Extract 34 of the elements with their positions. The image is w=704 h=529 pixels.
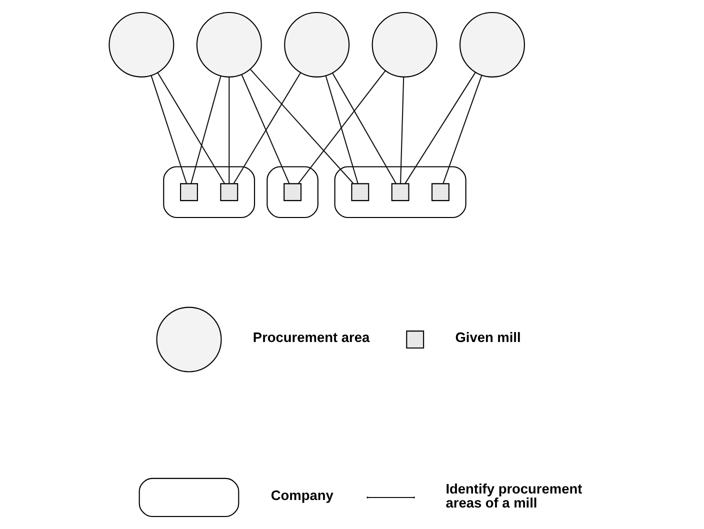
connector [150,75,187,184]
connector [250,69,354,184]
legend-label: Company [270,488,333,504]
node-box [406,330,424,348]
legend-label: Given mill [454,330,520,346]
node-box [430,183,449,202]
node-box [390,183,409,202]
connector [324,76,358,184]
node-box [220,183,238,202]
legend-label: Identify procurement areas of a mill [445,482,582,510]
node-box [180,183,198,202]
connector [190,76,221,184]
connector [240,74,290,184]
cluster [162,166,255,218]
legend-label: Procurement area [252,330,370,346]
node-box [283,183,302,202]
node-circle [371,12,437,78]
connector [442,75,482,184]
node-circle [156,306,222,372]
connector [232,72,300,184]
connector [404,72,476,184]
node-circle [196,12,262,78]
connector [156,72,224,184]
connector [297,70,386,184]
node-circle [284,12,350,78]
connector [332,72,396,184]
node-circle [458,12,524,78]
connector [228,77,230,184]
connector [400,76,404,184]
cluster [334,166,466,218]
cluster [266,166,318,218]
node-circle [108,12,174,78]
node-box [138,478,239,518]
node-box [350,183,369,202]
